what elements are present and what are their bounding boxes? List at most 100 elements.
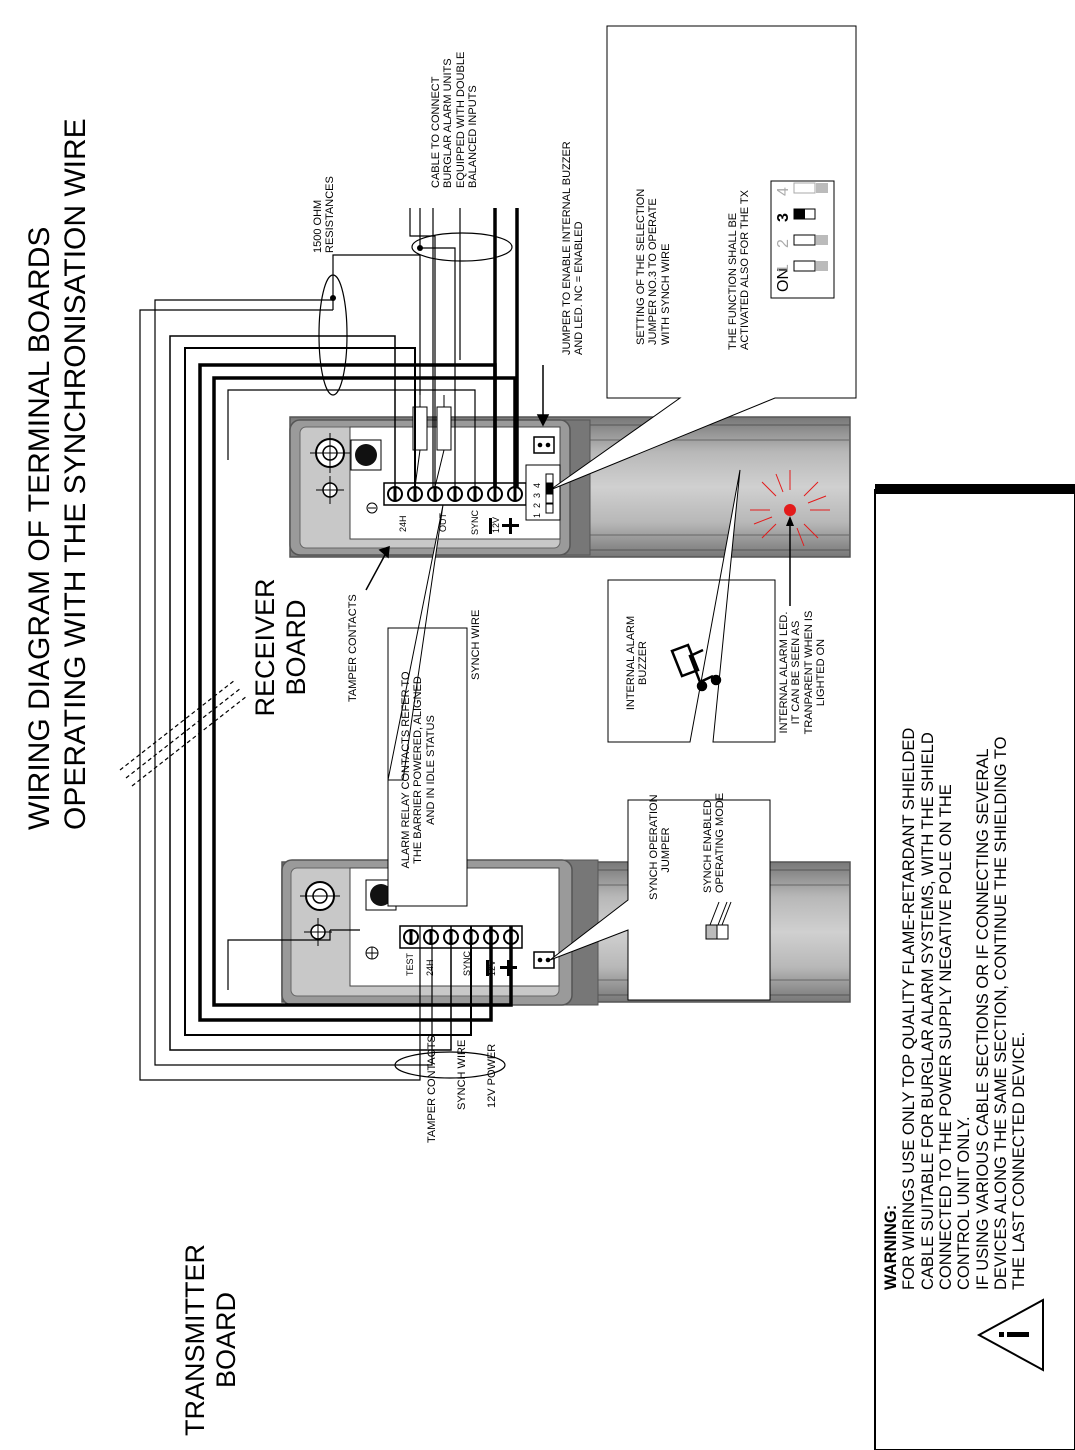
dip-num-3: 3 — [775, 213, 792, 222]
receiver-tamper-switch — [310, 433, 382, 514]
rx-dip-3: 3 — [532, 492, 542, 498]
warning-line2: CABLE SUITABLE FOR BURGLAR ALARM SYSTEMS… — [918, 732, 937, 1290]
synch-callout-line1: SYNCH OPERATION — [648, 794, 660, 900]
receiver-tamper-label: TAMPER CONTACTS — [347, 594, 359, 702]
rx-term-out: OUT — [438, 513, 448, 532]
buzzer-line1: INTERNAL ALARM — [625, 615, 637, 711]
receiver-resistors — [412, 395, 452, 488]
tx-synch-label: SYNCH WIRE — [456, 1039, 468, 1110]
rx-term-12v: 12V — [491, 516, 501, 533]
tx-term-12v: 12V — [487, 959, 497, 976]
buzzer-callout-box — [607, 469, 776, 743]
cable-line2: BURGLAR ALARM UNITS — [442, 58, 455, 188]
synch-callout-title: SYNCH OPERATION JUMPER — [648, 794, 673, 900]
pointer-arrows — [365, 365, 550, 591]
cable-line1: CABLE TO CONNECT — [430, 76, 442, 188]
led-label: INTERNAL ALARM LED. IT CAN BE SEEN AS TR… — [778, 605, 827, 740]
dip-line3: WITH SYNCH WIRE — [659, 243, 672, 345]
dip-num-1: 1 — [775, 264, 792, 273]
transmitter-board-title: TRANSMITTER BOARD — [180, 1240, 242, 1440]
tx-term-test: TEST — [405, 952, 415, 976]
resist-line1: 1500 OHM — [312, 199, 324, 253]
jumper-label: JUMPER TO ENABLE INTERNAL BUZZER AND LED… — [561, 141, 586, 355]
cable-bundle-alarm — [411, 232, 513, 262]
receiver-synch-label: SYNCH WIRE — [470, 609, 482, 680]
warning-heading: WARNING: — [882, 1204, 900, 1290]
receiver-buzzer-jumper — [533, 436, 555, 454]
dip-line4: THE FUNCTION SHALL BE — [727, 212, 739, 350]
jumper-icon — [705, 901, 732, 940]
transmitter-title-line1: TRANSMITTER — [180, 1244, 210, 1436]
jumper-line2: AND LED. NC = ENABLED — [573, 221, 586, 355]
led-line2: IT CAN BE SEEN AS — [790, 620, 803, 725]
synch-mode-line1: SYNCH ENABLED — [702, 800, 714, 893]
tx-term-sync: SYNC — [462, 950, 472, 976]
dip-callout-text: SETTING OF THE SELECTION JUMPER NO.3 TO … — [635, 189, 672, 345]
wires — [139, 208, 519, 1081]
warning-box — [874, 484, 1075, 1450]
tx-term-24h: 24H — [425, 959, 435, 976]
warning-triangle-icon — [976, 1298, 1044, 1372]
resistances-label: 1500 OHM RESISTANCES — [312, 176, 337, 253]
dip-callout-box — [549, 25, 857, 491]
transmitter-synch-jumper — [533, 951, 555, 969]
jumper-line1: JUMPER TO ENABLE INTERNAL BUZZER — [561, 141, 573, 355]
receiver-title-line1: RECEIVER — [250, 578, 280, 717]
page-title-line1: WIRING DIAGRAM OF TERMINAL BOARDS — [23, 226, 56, 830]
receiver-board-title: RECEIVER BOARD — [250, 575, 312, 720]
synch-mode-line2: OPERATING MODE — [714, 792, 727, 893]
rx-term-24h: 24H — [398, 515, 408, 532]
dip-num-2: 2 — [775, 239, 792, 248]
receiver-relay-label: ALARM RELAY CONTACTS REFER TO THE BARRIE… — [400, 640, 437, 900]
led-line4: LIGHTED ON — [814, 638, 827, 707]
receiver-dip-switch — [525, 464, 561, 521]
receiver-title-line2: BOARD — [281, 599, 312, 696]
receiver-terminal-block — [383, 482, 527, 534]
receiver-housing — [289, 416, 851, 558]
synch-mode-label: SYNCH ENABLED OPERATING MODE — [702, 792, 727, 893]
warning-line5: IF USING VARIOUS CABLE SECTIONS OR IF CO… — [973, 748, 992, 1290]
rx-term-sync: SYNC — [470, 509, 480, 535]
led-line3: TRANPARENT WHEN IS — [802, 610, 815, 735]
buzzer-label: INTERNAL ALARM BUZZER — [625, 603, 650, 723]
warning-line7: THE LAST CONNECTED DEVICE. — [1010, 1031, 1029, 1290]
rx-dip-2: 2 — [532, 502, 542, 508]
warning-line1: FOR WIRINGS USE ONLY TOP QUALITY FLAME-R… — [900, 727, 919, 1290]
transmitter-title-line2: BOARD — [211, 1291, 242, 1389]
synch-callout-box — [549, 799, 771, 1001]
cable-bundle-transmitter — [394, 1051, 506, 1079]
dip-num-4: 4 — [775, 187, 792, 196]
cable-line3: EQUIPPED WITH DOUBLE — [454, 51, 467, 188]
relay-line1: ALARM RELAY CONTACTS REFER TO — [400, 671, 412, 869]
page-title: WIRING DIAGRAM OF TERMINAL BOARDS OPERAT… — [22, 50, 94, 830]
synch-callout-line2: JUMPER — [660, 827, 673, 873]
resist-line2: RESISTANCES — [324, 176, 337, 253]
dip-line2: JUMPER NO.3 TO OPERATE — [647, 198, 660, 345]
cable-bundle-receiver — [318, 274, 348, 396]
warning-line3: CONNECTED TO THE POWER SUPPLY NEGATIVE P… — [936, 784, 955, 1290]
dip-line5: ACTIVATED ALSO FOR THE TX — [739, 190, 752, 350]
warning-line6: DEVICES ALONG THE SAME SECTION, CONTINUE… — [991, 736, 1010, 1290]
cable-label: CABLE TO CONNECT BURGLAR ALARM UNITS EQU… — [430, 52, 479, 188]
relay-callout-box — [387, 504, 468, 907]
led-icon — [750, 470, 830, 606]
dip-callout-text2: THE FUNCTION SHALL BE ACTIVATED ALSO FOR… — [727, 190, 752, 350]
relay-line3: AND IN IDLE STATUS — [424, 715, 437, 825]
cable-break-marks — [119, 679, 248, 787]
tx-power-label: 12V POWER — [486, 1043, 498, 1108]
cable-line4: BALANCED INPUTS — [466, 85, 479, 188]
buzzer-line2: BUZZER — [637, 641, 650, 685]
warning-line4: CONTROL UNIT ONLY. — [955, 1116, 974, 1290]
rx-dip-4: 4 — [532, 482, 542, 488]
led-line1: INTERNAL ALARM LED. — [778, 611, 790, 734]
page-title-line2: OPERATING WITH THE SYNCHRONISATION WIRE — [59, 118, 92, 830]
transmitter-tamper-switch — [300, 879, 397, 960]
rx-dip-1: 1 — [532, 512, 542, 518]
music-note-icon — [670, 643, 722, 692]
dip-line1: SETTING OF THE SELECTION — [635, 188, 647, 345]
tx-tamper-label: TAMPER CONTACTS — [426, 1035, 438, 1143]
warning-text: WARNING: FOR WIRINGS USE ONLY TOP QUALIT… — [882, 510, 1029, 1290]
relay-line2: THE BARRIER POWERED, ALIGNED — [412, 676, 425, 864]
